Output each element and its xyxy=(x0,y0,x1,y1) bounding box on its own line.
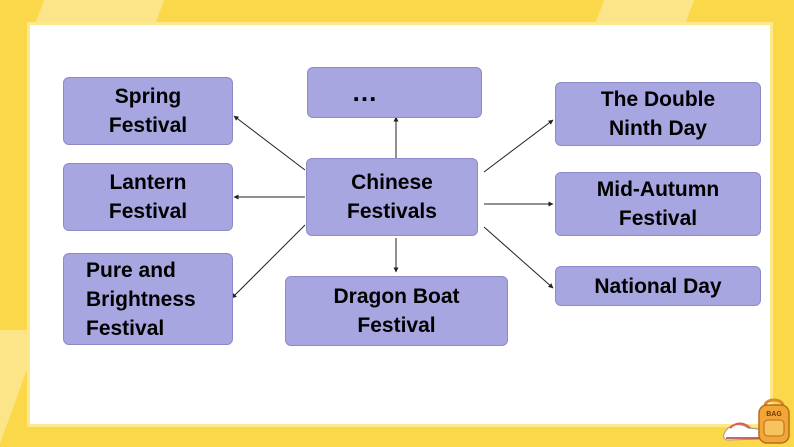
node-pure-brightness-festival: Pure and Brightness Festival xyxy=(63,253,233,345)
node-spring-festival: Spring Festival xyxy=(63,77,233,145)
connector-pure xyxy=(231,224,306,299)
node-dragon-boat-festival-label: Dragon Boat Festival xyxy=(333,285,460,337)
node-double-ninth-day: The Double Ninth Day xyxy=(555,82,761,146)
node-more: … xyxy=(307,67,482,118)
node-mid-autumn-festival-label: Mid-Autumn Festival xyxy=(596,178,720,230)
connector-spring xyxy=(233,115,306,171)
connector-double-ninth xyxy=(483,119,554,173)
backpack-icon: BAG xyxy=(758,398,790,444)
backpack-label: BAG xyxy=(766,411,782,418)
node-double-ninth-day-label: The Double Ninth Day xyxy=(600,88,716,140)
connector-national xyxy=(483,226,554,289)
node-dragon-boat-festival: Dragon Boat Festival xyxy=(285,276,508,346)
node-more-label: … xyxy=(351,77,378,107)
node-mid-autumn-festival: Mid-Autumn Festival xyxy=(555,172,761,236)
node-pure-brightness-festival-label: Pure and Brightness Festival xyxy=(86,258,196,340)
node-lantern-festival-label: Lantern Festival xyxy=(108,171,188,223)
node-chinese-festivals-label: Chinese Festivals xyxy=(347,171,437,223)
node-lantern-festival: Lantern Festival xyxy=(63,163,233,231)
node-chinese-festivals-center: Chinese Festivals xyxy=(306,158,478,236)
node-spring-festival-label: Spring Festival xyxy=(108,85,188,137)
node-national-day: National Day xyxy=(555,266,761,306)
node-national-day-label: National Day xyxy=(594,274,722,298)
